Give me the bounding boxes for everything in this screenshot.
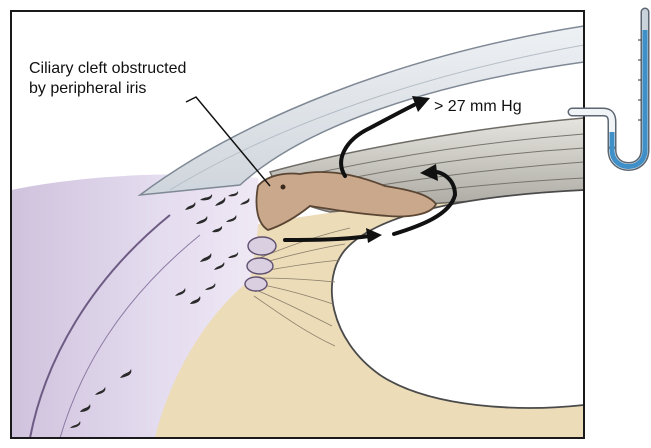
cleft-label-line2: by peripheral iris xyxy=(29,79,146,98)
pressure-label: > 27 mm Hg xyxy=(434,97,522,116)
cleft-label-line1: Ciliary cleft obstructed xyxy=(29,59,186,78)
